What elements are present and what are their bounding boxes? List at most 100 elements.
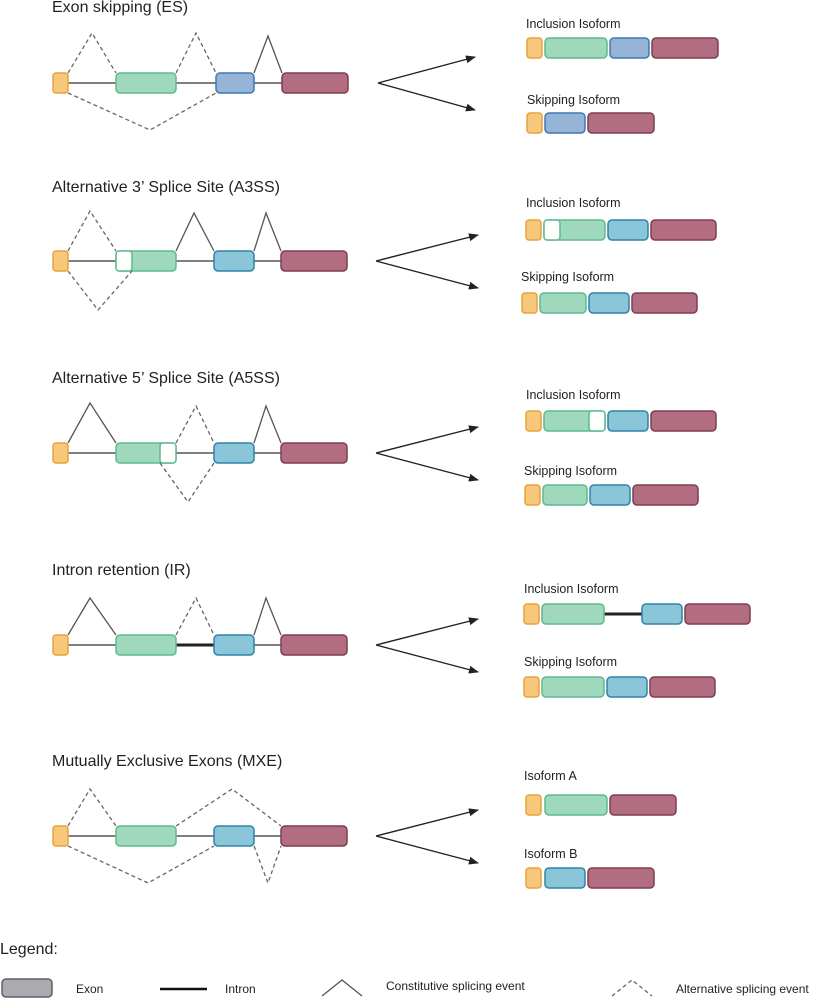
alternative-exon-segment [159,442,177,464]
alternative-exon-segment [588,410,606,432]
gene-structure [52,596,348,656]
alternative-splice-arc [67,92,217,131]
gene-structure [52,787,348,885]
panel-title: Mutually Exclusive Exons (MXE) [52,753,282,770]
exon-1 [52,442,69,464]
legend-intron-label: Intron [225,982,256,996]
isoform-2-label: Skipping Isoform [527,93,620,107]
gene-structure [52,209,348,312]
isoform-1 [523,603,751,625]
arrow-to-isoform-2 [375,260,479,290]
isoform-b-label: Isoform B [524,847,578,861]
constitutive-splice-arc [67,401,117,444]
exon [524,484,541,506]
alternative-splice-arc [67,31,117,74]
exon-4 [280,634,348,656]
panel-title: Alternative 5’ Splice Site (A5SS) [52,370,280,387]
constitutive-splice-arc [175,211,215,252]
exon [632,484,699,506]
exon-4 [280,250,348,272]
panel-exon-skipping: Exon skipping (ES) Inclusion Isoform Ski… [52,0,719,134]
isoform-2 [524,484,699,506]
constitutive-splice-arc [67,596,117,636]
isoform-2 [526,112,655,134]
constitutive-splice-arc [253,34,283,74]
exon [525,867,542,889]
exon [544,112,586,134]
exon [541,603,605,625]
alternative-splice-arc [175,31,217,74]
panel-title: Exon skipping (ES) [52,0,188,16]
isoform-1-label: Inclusion Isoform [526,388,620,402]
exon [544,867,586,889]
arrow-to-isoform-1 [375,233,479,262]
gene-structure [52,31,349,131]
panel-a3ss: Alternative 3’ Splice Site (A3SS) Inclus… [52,179,717,314]
isoform-a-label: Isoform A [524,769,577,783]
alternative-splice-arc [67,209,117,252]
exon [526,37,543,59]
isoform-1-label: Inclusion Isoform [526,17,620,31]
exon-2 [115,825,177,847]
alternative-exon-segment [543,219,561,241]
arrow-to-isoform-1 [377,55,476,84]
alternative-splice-arc [67,845,215,884]
isoform-1-label: Inclusion Isoform [524,582,618,596]
alternative-splice-arc [67,787,117,827]
arrow-to-isoform-1 [375,425,479,454]
alternative-splice-arc [175,596,215,636]
exon [650,410,717,432]
panel-mxe: Mutually Exclusive Exons (MXE) Isoform A… [52,753,677,889]
arrow-to-isoform-2 [377,82,476,112]
legend-exon-label: Exon [76,982,103,996]
exon-1 [52,634,69,656]
exon [609,794,677,816]
exon [607,219,649,241]
exon-2 [115,72,177,94]
panel-intron-retention: Intron retention (IR) Inclusion Isoform … [52,562,751,698]
alternative-splice-arc [159,462,215,504]
exon [606,676,648,698]
alternative-exon-segment [115,250,133,272]
legend-alternative-label: Alternative splicing event [676,982,809,996]
isoform-1 [525,410,717,432]
arrow-to-isoform-a [375,808,479,837]
exon [651,37,719,59]
arrow-to-isoform-b [375,835,479,865]
exon-3 [213,250,255,272]
exon [526,112,543,134]
exon [607,410,649,432]
constitutive-splice-arc [253,596,282,636]
exon [589,484,631,506]
gene-structure [52,401,348,504]
exon [523,603,540,625]
exon [587,112,655,134]
constitutive-splice-arc [253,404,282,444]
exon-4 [280,825,348,847]
isoform-1 [525,219,717,241]
exon-3 [213,442,255,464]
exon-4 [281,72,349,94]
legend-exon-swatch [1,978,53,998]
exon-2 [115,634,177,656]
exon [641,603,683,625]
panel-title: Alternative 3’ Splice Site (A3SS) [52,179,280,196]
isoform-1 [526,37,719,59]
alternative-splice-arc [175,788,282,827]
exon [525,219,542,241]
isoform-2 [521,292,698,314]
legend-alternative-swatch [611,979,653,997]
isoform-2-label: Skipping Isoform [524,655,617,669]
legend-constitutive-swatch [321,979,363,997]
exon [523,676,540,698]
isoform-b [525,867,655,889]
exon [539,292,587,314]
isoform-1-label: Inclusion Isoform [526,196,620,210]
constitutive-splice-arc [253,211,282,252]
exon [542,484,588,506]
panel-a5ss: Alternative 5’ Splice Site (A5SS) Inclus… [52,370,717,506]
legend-constitutive-label: Constitutive splicing event [386,979,525,993]
alternative-splice-arc [175,404,215,444]
isoform-a [525,794,677,816]
